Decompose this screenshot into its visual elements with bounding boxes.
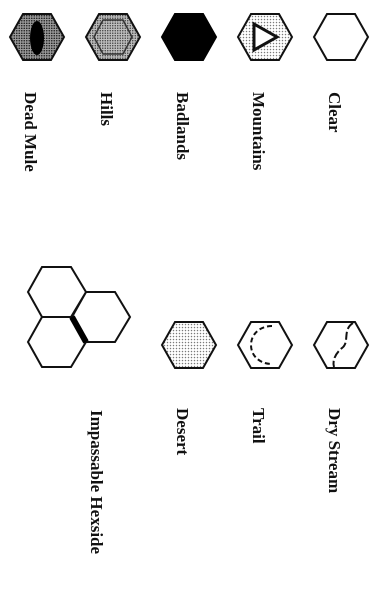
impassable-hexside-icon [26, 262, 148, 382]
impassable-hexside-label: Impassable Hexside [87, 410, 106, 555]
mountains-hex-icon [236, 12, 294, 62]
trail-label: Trail [249, 408, 268, 444]
hills-label: Hills [97, 92, 116, 127]
badlands-hex-icon [160, 12, 218, 62]
hills-hex-icon [84, 12, 142, 62]
dry-stream-label: Dry Stream [325, 408, 344, 494]
badlands-label: Badlands [173, 92, 192, 161]
trail-hex-icon [236, 320, 294, 370]
desert-label: Desert [173, 408, 192, 456]
dead-mule-hex-icon [8, 12, 66, 62]
dead-mule-label: Dead Mule [21, 92, 40, 172]
mountains-label: Mountains [249, 92, 268, 171]
desert-hex-icon [160, 320, 218, 370]
dry-stream-hex-icon [312, 320, 370, 370]
clear-label: Clear [325, 92, 344, 133]
clear-hex-icon [312, 12, 370, 62]
